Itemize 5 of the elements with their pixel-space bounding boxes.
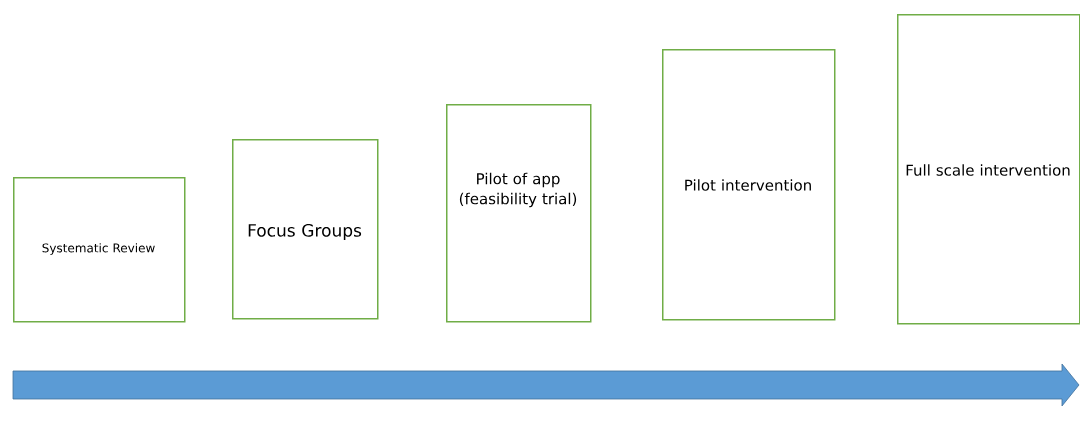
process-box: Focus Groups (232, 139, 379, 320)
process-box: Full scale intervention (897, 14, 1080, 325)
process-box: Systematic Review (13, 177, 186, 323)
process-box: Pilot intervention (662, 49, 836, 321)
process-box: Pilot of app (feasibility trial) (446, 104, 592, 323)
